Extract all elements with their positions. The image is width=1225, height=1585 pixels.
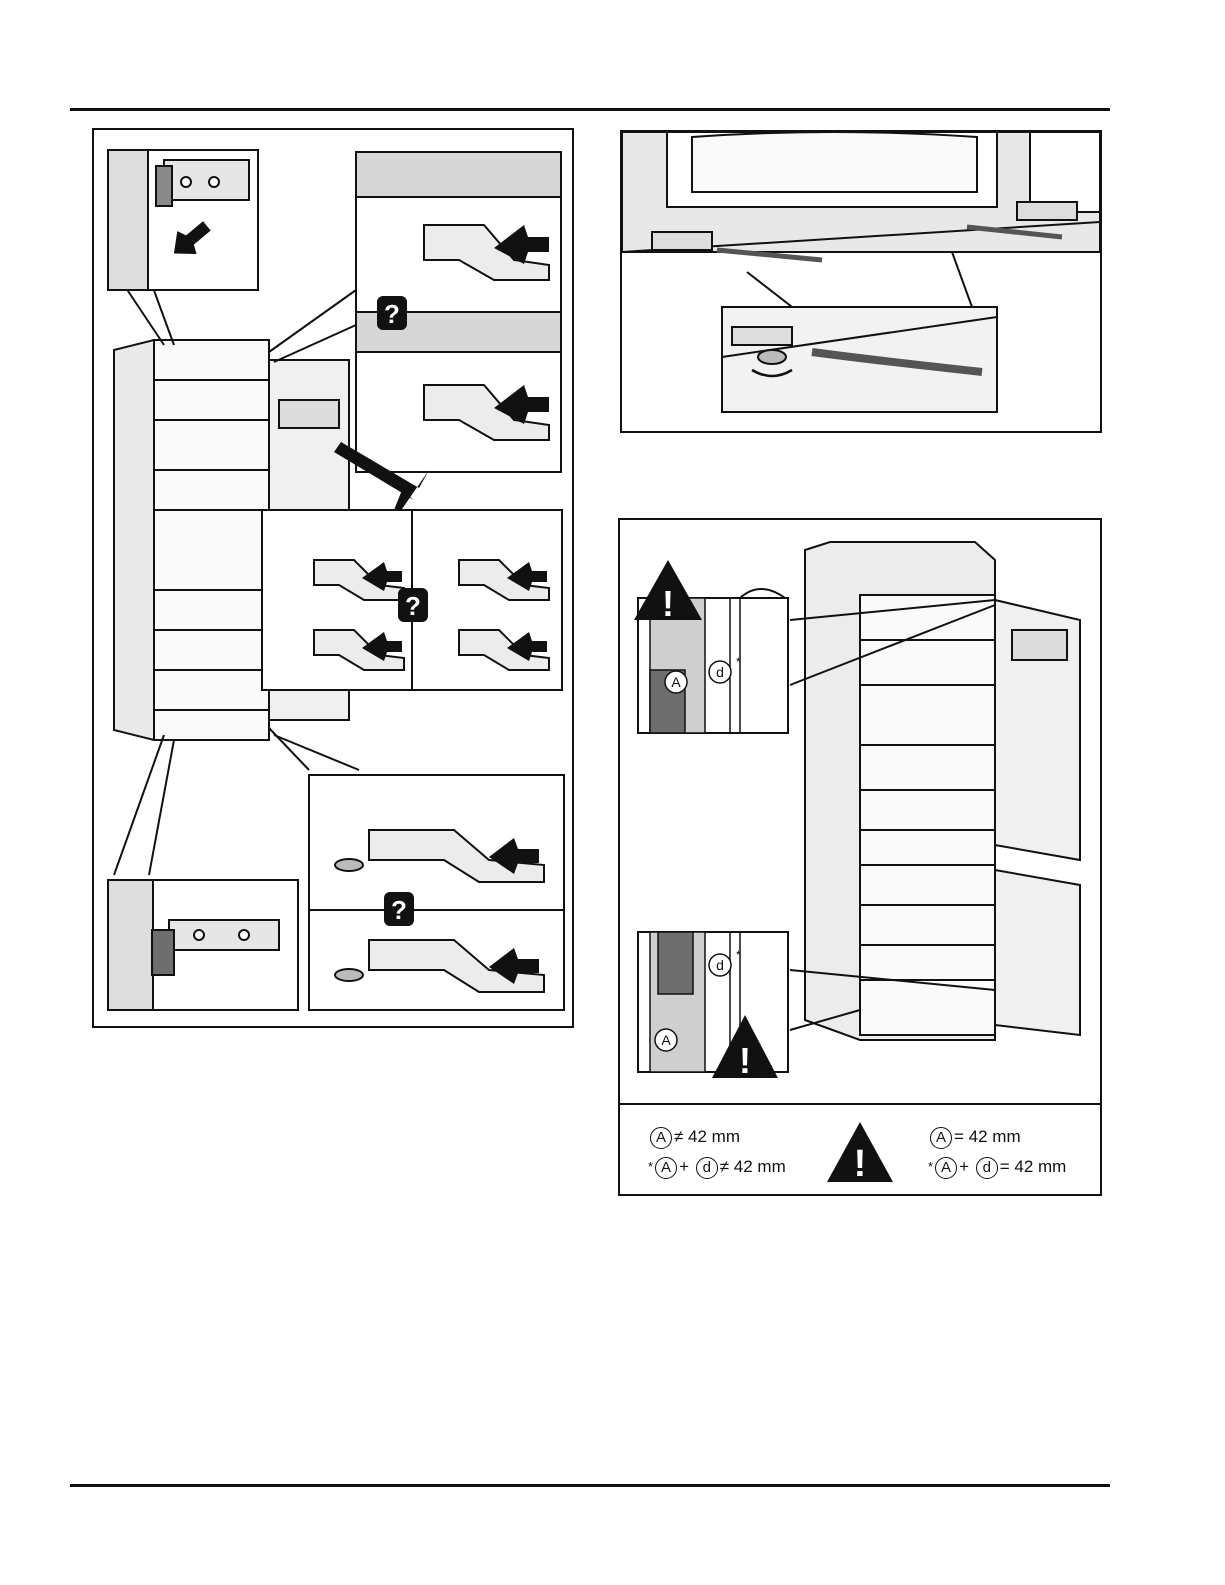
legend-d-symbol: d [976,1157,998,1179]
legend-not-equal: A≠ 42 mm *A+ d≠ 42 mm [648,1122,786,1182]
legend-row-a-not-equal: A≠ 42 mm [648,1122,786,1152]
figure-wrench-adjustment [620,130,1102,433]
question-mark-text: ? [384,299,400,329]
question-badge-middle: ? [398,588,428,622]
legend-d-symbol: d [696,1157,718,1179]
warning-mark-text: ! [854,1143,867,1184]
svg-text:*: * [736,948,741,962]
svg-text:d: d [716,664,724,680]
legend-row-a-equal: A= 42 mm [928,1122,1066,1152]
inset-bottom-distance [638,932,788,1072]
label-a-top: A [665,671,687,693]
question-badge-top: ? [377,296,407,330]
label-a-bottom: A [655,1029,677,1051]
legend-row-a-plus-d-equal: *A+ d= 42 mm [928,1152,1066,1182]
question-badge-bottom: ? [384,892,414,926]
figure-distance-check: ! A d * ! A d * [618,518,1102,1196]
header-rule [70,108,1110,111]
legend-a-symbol: A [935,1157,957,1179]
svg-text:*: * [736,655,741,669]
footer-rule [70,1484,1110,1487]
svg-text:A: A [661,1032,671,1048]
warning-mark-text: ! [739,1040,751,1081]
inset-top-left-bracket [108,150,258,290]
inset-bottom-left-bracket [108,880,298,1010]
question-mark-text: ? [405,591,421,621]
warning-triangle-top: ! [634,560,702,624]
distance-check-illustration: ! A d * ! A d * [620,520,1100,1102]
wrench-adjustment-illustration [622,132,1100,431]
legend-a-symbol: A [930,1127,952,1149]
legend-row-a-plus-d-not-equal: *A+ d≠ 42 mm [648,1152,786,1182]
svg-text:A: A [671,674,681,690]
hinge-mounting-illustration: ? ? [94,130,572,1026]
inset-bottom-right-hinge [309,775,564,1010]
legend-equal: A= 42 mm *A+ d= 42 mm [928,1122,1066,1182]
warning-mark-text: ! [662,583,674,624]
figure-hinge-mounting: ? ? [92,128,574,1028]
open-fridge [805,542,1080,1040]
question-mark-text: ? [391,895,407,925]
legend-warning-triangle: ! [825,1120,895,1184]
legend-divider [620,1103,1100,1105]
svg-text:d: d [716,957,724,973]
legend-a-symbol: A [655,1157,677,1179]
legend-a-symbol: A [650,1127,672,1149]
